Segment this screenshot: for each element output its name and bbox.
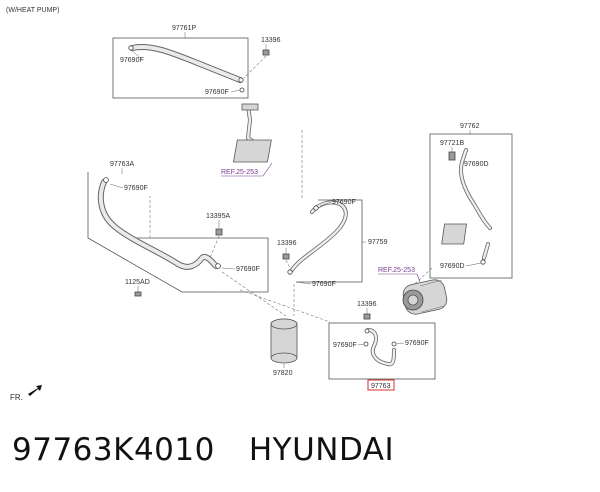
group-97759: 97690F 97759 97690F 13396 [277, 199, 388, 288]
label-97759[interactable]: 97759 [368, 239, 388, 246]
group-97763a: 97763A 97690F 97690F 13395A 1125AD [87, 161, 269, 297]
label-97690f-e[interactable]: 97690F [332, 199, 356, 206]
label-97690f-a[interactable]: 97690F [120, 57, 144, 64]
label-13396-b[interactable]: 13396 [277, 240, 297, 247]
group-97761p: 97761P 97690F 97690F 13396 [112, 25, 281, 99]
label-97763[interactable]: 97763 [371, 383, 391, 390]
group-97762: 97762 97721B 97690D 97690D [429, 123, 513, 279]
front-arrow-icon [28, 385, 42, 396]
pipe-to-ref-a: REF.25-253 [221, 103, 303, 200]
front-marker: FR. [10, 385, 42, 402]
ref-25-253-b[interactable]: REF.25-253 [378, 267, 415, 274]
label-97690f-d[interactable]: 97690F [236, 266, 260, 273]
label-97690d-b[interactable]: 97690D [440, 263, 465, 270]
parts-diagram: (W/HEAT PUMP) 97761P 97690F 97690F 13396… [6, 7, 513, 402]
label-13395a[interactable]: 13395A [206, 213, 230, 220]
highlight-box-97763[interactable] [367, 379, 395, 391]
label-97820[interactable]: 97820 [273, 370, 293, 377]
label-13396-c[interactable]: 13396 [357, 301, 377, 308]
receiver-drier-97820: 97820 [270, 318, 298, 377]
compressor: REF.25-253 [378, 267, 448, 315]
label-97690f-b[interactable]: 97690F [205, 89, 229, 96]
label-97690f-c[interactable]: 97690F [124, 185, 148, 192]
group-97763: 97690F 97690F 13396 97763 [328, 301, 436, 391]
label-13396-a[interactable]: 13396 [261, 37, 281, 44]
part-number: 97763K4010 [12, 432, 215, 468]
label-97763a[interactable]: 97763A [110, 161, 134, 168]
label-97690f-f[interactable]: 97690F [312, 281, 336, 288]
label-97690f-h[interactable]: 97690F [405, 340, 429, 347]
routing-lines [149, 196, 433, 323]
label-1125ad[interactable]: 1125AD [125, 279, 150, 286]
label-97761p[interactable]: 97761P [172, 25, 196, 32]
part-info: 97763K4010 HYUNDAI [12, 428, 394, 472]
label-97762[interactable]: 97762 [460, 123, 480, 130]
label-97721b[interactable]: 97721B [440, 140, 464, 147]
front-label: FR. [10, 393, 23, 402]
heat-pump-note: (W/HEAT PUMP) [6, 7, 59, 14]
label-97690d-a[interactable]: 97690D [464, 161, 489, 168]
label-97690f-g[interactable]: 97690F [333, 342, 357, 349]
brand-name: HYUNDAI [248, 432, 395, 468]
ref-25-253-a[interactable]: REF.25-253 [221, 169, 258, 176]
